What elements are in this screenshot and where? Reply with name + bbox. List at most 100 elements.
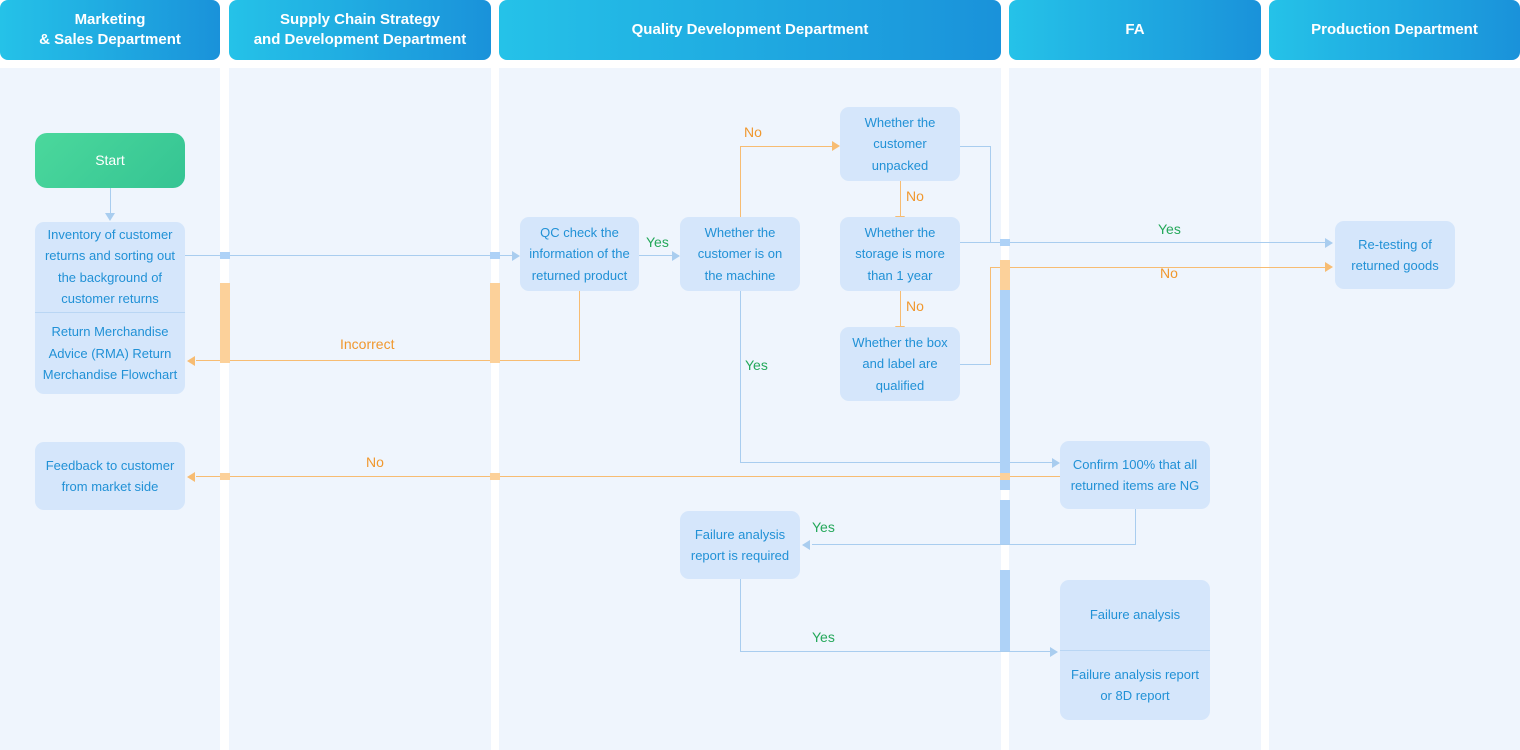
edge-unpacked-yes-horizontal [959,146,991,147]
lane-header-marketing: Marketing & Sales Department [0,0,220,60]
node-start[interactable]: Start [35,133,185,188]
node-confirm-ng-label: Confirm 100% that all returned items are… [1070,456,1200,493]
edge-label-storage-no: No [906,298,924,314]
edge-machine-no-horizontal [740,146,835,147]
node-failure-analysis-label: Failure analysis [1089,607,1181,623]
edge-feedback-no-horizontal [196,476,1061,477]
gutter-band-feedback-2 [490,473,500,480]
edge-label-qc-yes: Yes [646,234,669,250]
edge-boxlabel-right-horizontal [959,364,991,365]
lane-header-production-label: Production Department [1311,20,1478,38]
gutter-band-blue-vertical-3 [1000,570,1010,652]
node-whether-on-machine[interactable]: Whether the customer is on the machine [680,217,800,291]
node-failure-analysis-group[interactable]: Failure analysis Failure analysis report… [1060,580,1210,720]
edge-yes-bus-to-retesting [990,242,1328,243]
gutter-band-feedback-1 [1000,473,1010,480]
edge-storage-to-boxlabel [900,291,901,328]
node-inventory-rma[interactable]: Inventory of customer returns and sortin… [35,222,185,394]
edge-label-feedback-no: No [366,454,384,470]
arrowhead-incorrect-to-rma [187,356,195,366]
gutter-band-no-bus-vertical [1000,260,1010,305]
arrowhead-confirm-to-fa-required [802,540,810,550]
lane-header-supply-chain: Supply Chain Strategy and Development De… [229,0,491,60]
edge-label-incorrect: Incorrect [340,336,395,352]
node-failure-report-8d[interactable]: Failure analysis report or 8D report [1060,651,1210,721]
node-fa-report-required[interactable]: Failure analysis report is required [680,511,800,579]
edge-label-unpacked-no: No [906,188,924,204]
edge-storage-yes-horizontal [959,242,991,243]
edge-label-retest-yes: Yes [1158,221,1181,237]
gutter-band-long-blue-vertical [1000,290,1010,490]
edge-confirm-to-fa-required-horizontal [812,544,1136,545]
edge-fa-required-to-failure-horizontal [740,651,1053,652]
arrowhead-yes-to-retesting [1325,238,1333,248]
node-failure-analysis[interactable]: Failure analysis [1060,580,1210,651]
node-qc-check[interactable]: QC check the information of the returned… [520,217,639,291]
arrowhead-machine-yes-to-confirm [1052,458,1060,468]
gutter-band-inventory-qc-1 [220,252,230,259]
node-qc-check-label: QC check the information of the returned… [529,224,630,283]
gutter-band-feedback-3 [220,473,230,480]
edge-confirm-down-vertical [1135,501,1136,544]
edge-machine-no-vertical [740,146,741,230]
lane-header-fa-label: FA [1125,20,1145,38]
edge-label-machine-no: No [744,124,762,140]
node-retesting-label: Re-testing of returned goods [1351,236,1439,273]
node-whether-storage[interactable]: Whether the storage is more than 1 year [840,217,960,291]
node-whether-unpacked-label: Whether the customer unpacked [864,114,936,173]
node-whether-on-machine-label: Whether the customer is on the machine [697,224,783,283]
node-failure-report-8d-label: Failure analysis report or 8D report [1071,666,1199,704]
edge-fa-required-down-vertical [740,579,741,651]
lane-header-quality: Quality Development Department [499,0,1001,60]
edge-label-fa-required-yes: Yes [812,519,835,535]
lane-header-fa: FA [1009,0,1261,60]
edge-qc-incorrect-horizontal [196,360,580,361]
edge-unpacked-yes-vertical [990,146,991,242]
arrowhead-qc-to-machine [672,251,680,261]
lane-header-marketing-label: Marketing & Sales Department [39,10,181,48]
node-inventory[interactable]: Inventory of customer returns and sortin… [35,222,185,313]
arrowhead-start-to-inventory [105,213,115,221]
node-whether-unpacked[interactable]: Whether the customer unpacked [840,107,960,181]
lane-header-production: Production Department [1269,0,1520,60]
gutter-band-blue-vertical-2 [1000,500,1010,545]
arrowhead-no-to-retesting [1325,262,1333,272]
edge-boxlabel-up-vertical [990,267,991,365]
node-retesting[interactable]: Re-testing of returned goods [1335,221,1455,289]
edge-label-retest-no: No [1160,265,1178,281]
lane-body-supply-chain [229,68,491,750]
edge-qc-to-machine [639,255,679,256]
node-feedback-to-customer[interactable]: Feedback to customer from market side [35,442,185,510]
node-rma-label: Return Merchandise Advice (RMA) Return M… [42,324,178,383]
edge-label-machine-yes: Yes [745,357,768,373]
lane-body-quality [499,68,1001,750]
lane-header-quality-label: Quality Development Department [631,20,869,38]
edge-qc-incorrect-vertical [579,290,580,361]
edge-machine-yes-horizontal [740,462,1055,463]
gutter-band-incorrect-1 [490,283,500,363]
edge-no-bus-to-retesting [1000,267,1328,268]
edge-unpacked-to-storage [900,181,901,218]
node-inventory-label: Inventory of customer returns and sortin… [44,227,176,307]
node-feedback-label: Feedback to customer from market side [45,457,175,494]
node-rma[interactable]: Return Merchandise Advice (RMA) Return M… [35,313,185,394]
lane-header-supply-chain-label: Supply Chain Strategy and Development De… [253,10,467,48]
node-confirm-ng[interactable]: Confirm 100% that all returned items are… [1060,441,1210,509]
gutter-band-inventory-qc-2 [490,252,500,259]
edge-start-to-inventory [110,187,111,214]
edge-inventory-to-qc [185,255,518,256]
node-whether-box-label[interactable]: Whether the box and label are qualified [840,327,960,401]
node-fa-report-required-label: Failure analysis report is required [690,526,790,563]
arrowhead-feedback-no [187,472,195,482]
lane-body-production [1269,68,1520,750]
node-whether-storage-label: Whether the storage is more than 1 year [855,224,945,283]
arrowhead-fa-required-to-failure [1050,647,1058,657]
edge-label-fa-bottom-yes: Yes [812,629,835,645]
arrowhead-machine-no [832,141,840,151]
gutter-band-incorrect-2 [220,283,230,363]
node-start-label: Start [95,151,125,168]
node-whether-box-label-label: Whether the box and label are qualified [852,334,948,393]
edge-machine-yes-vertical [740,290,741,462]
gutter-band-yes-bus [1000,239,1010,246]
